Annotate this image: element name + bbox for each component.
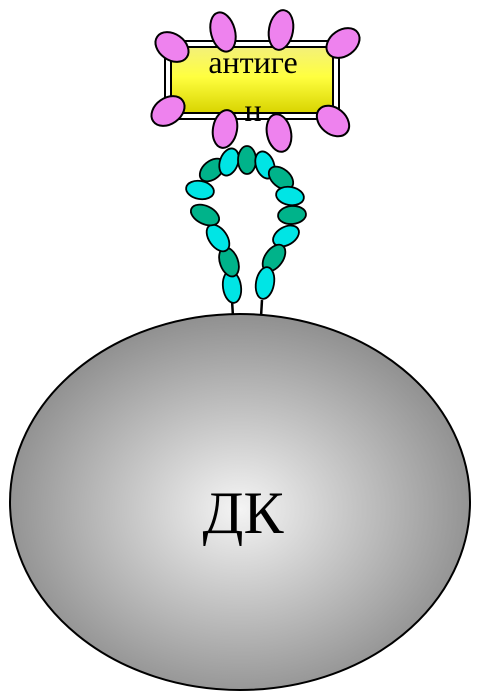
receptor-bead: [238, 146, 256, 174]
receptor-bead: [253, 266, 276, 301]
antigen: антиге н: [146, 8, 365, 154]
receptor-loop: [185, 146, 307, 304]
receptor-bead: [275, 185, 306, 208]
antigen-spike: [210, 108, 240, 150]
cell-label: ДК: [203, 480, 285, 546]
antigen-label-line2: н: [244, 92, 261, 128]
receptor-bead: [185, 179, 216, 202]
receptor-bead: [277, 205, 306, 225]
